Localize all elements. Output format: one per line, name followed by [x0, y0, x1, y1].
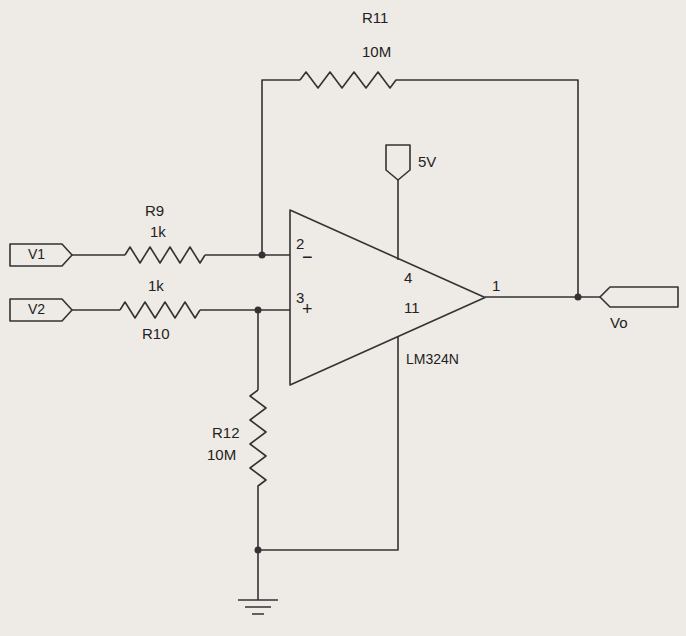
output-port-outline-path: [600, 287, 678, 307]
pin-number: 4: [404, 270, 412, 287]
component-value: 10M: [362, 44, 391, 61]
wire: [72, 309, 120, 311]
opamp-symbol-outline-path: [290, 210, 485, 385]
component-value: 10M: [207, 447, 236, 464]
input-port: V2: [10, 299, 72, 321]
component-name: R10: [142, 326, 170, 343]
junction-dot: [259, 252, 266, 259]
resistor-symbol: [125, 247, 205, 263]
supply-port-outline: [386, 145, 410, 180]
input-port: V1: [10, 244, 72, 266]
wire: [257, 490, 259, 600]
opamp-symbol-text: LM324N: [406, 352, 459, 367]
component-value: 1k: [148, 278, 164, 295]
output-port-outline: [600, 287, 678, 307]
component-name: R9: [145, 203, 164, 220]
input-port-outline-path: [10, 299, 72, 321]
component-value: 1k: [150, 224, 166, 241]
wire: [262, 80, 300, 255]
junction-dot: [575, 294, 582, 301]
wire: [200, 309, 290, 311]
component-name: R11: [362, 10, 388, 27]
wire: [485, 296, 600, 298]
supply-port-text: 5V: [418, 154, 436, 171]
wire: [257, 310, 259, 390]
pin-number: 3: [296, 290, 304, 307]
resistor-symbol: [300, 72, 400, 88]
opamp-symbol: −+LM324N: [290, 210, 485, 385]
pin-number: 2: [296, 236, 304, 253]
output-port-text: Vo: [610, 315, 628, 332]
output-port: Vo: [600, 287, 678, 307]
ground-symbol: [238, 600, 278, 614]
wire: [400, 80, 578, 297]
wire: [397, 180, 399, 260]
resistor-symbol: [250, 390, 266, 490]
junction-dot: [255, 307, 262, 314]
supply-port-outline-path: [386, 145, 410, 180]
junction-dot: [255, 547, 262, 554]
supply-port: 5V: [386, 145, 410, 180]
pin-number: 1: [492, 278, 500, 295]
component-name: R12: [212, 425, 240, 442]
wire: [72, 254, 125, 256]
wire: [205, 254, 290, 256]
input-port-text: V2: [28, 302, 45, 317]
input-port-text: V1: [28, 247, 45, 262]
resistor-symbol: [120, 302, 200, 318]
pin-number: 11: [404, 300, 420, 317]
input-port-outline-path: [10, 244, 72, 266]
